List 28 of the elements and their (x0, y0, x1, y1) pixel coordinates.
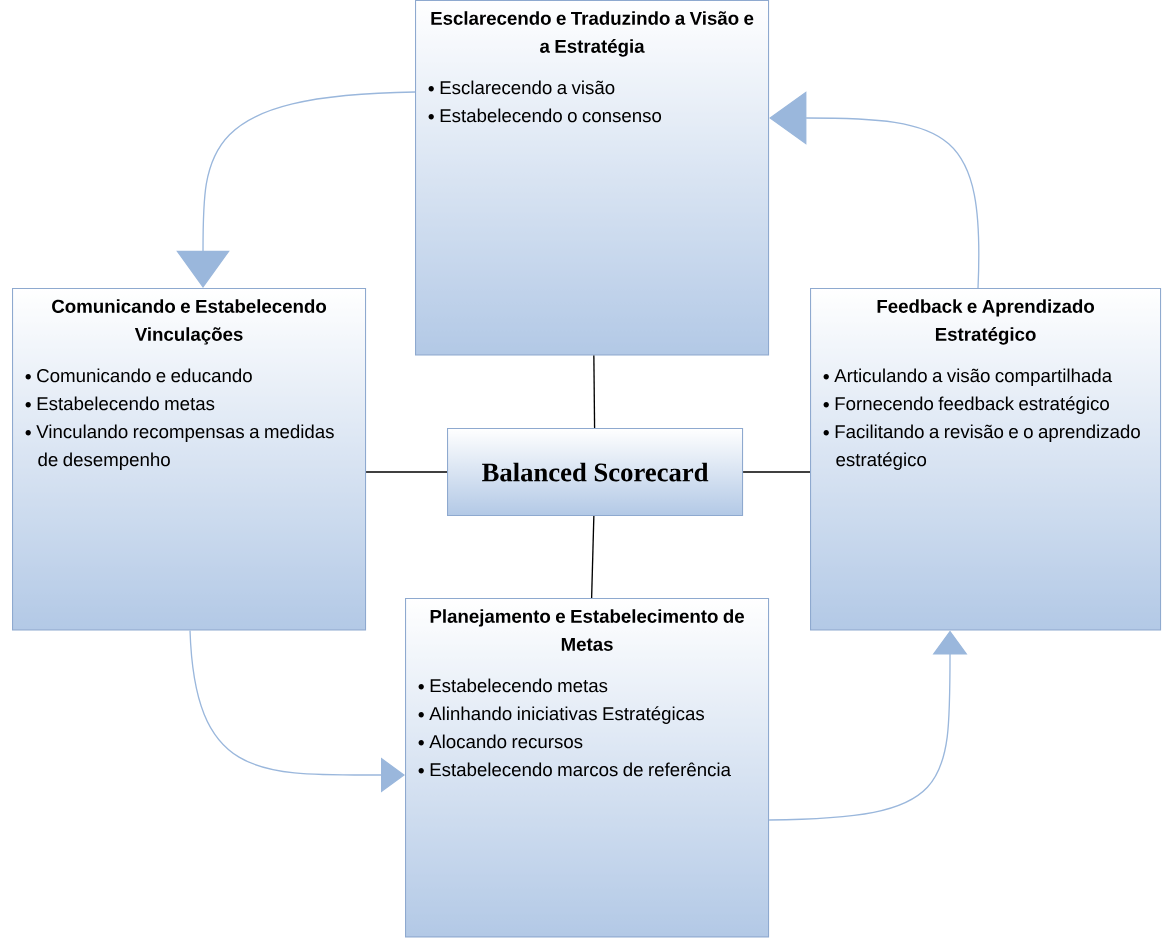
process-box (405, 598, 770, 938)
bullet-item: Vinculando recompensas a medidas de desempenho (36, 424, 334, 470)
process-box (810, 288, 1162, 631)
connector-line (365, 471, 448, 473)
bullet-item: Esclarecendo a visão (440, 80, 615, 95)
bullet-item: Fornecendo feedback estratégico (835, 396, 1109, 414)
bullet-item: Estabelecendo metas (37, 396, 215, 411)
box-heading: Esclarecendo e Traduzindo a Visão e a Estratégia (431, 11, 754, 57)
bullet-item: Estabelecendo marcos de referência (430, 762, 731, 777)
bullet-item: Alocando recursos (429, 734, 583, 749)
bullet-item: Facilitando a revisão e o aprendizado estratégico (835, 424, 1140, 470)
bullet-item: Estabelecendo o consenso (440, 108, 662, 123)
bullet-item: Alinhando iniciativas Estratégicas (429, 706, 705, 724)
bullet-item: Comunicando e educando (37, 368, 252, 383)
connector-line (590, 515, 595, 599)
title-text: Balanced Scorecard (482, 462, 709, 482)
process-box (415, 0, 770, 356)
center-box (447, 428, 744, 517)
box-heading: Planejamento e Estabelecimento de Metas (430, 609, 744, 651)
connector-line (742, 471, 811, 473)
connector-line (593, 354, 596, 429)
box-heading: Comunicando e Estabelecendo Vinculações (52, 299, 327, 345)
bullet-item: Articulando a visão compartilhada (834, 368, 1113, 386)
curved-arrow (176, 91, 416, 288)
process-box (12, 288, 367, 631)
box-heading: Feedback e Aprendizado Estratégico (877, 299, 1095, 345)
bullet-item: Estabelecendo metas (430, 678, 608, 693)
curved-arrow (769, 91, 980, 289)
